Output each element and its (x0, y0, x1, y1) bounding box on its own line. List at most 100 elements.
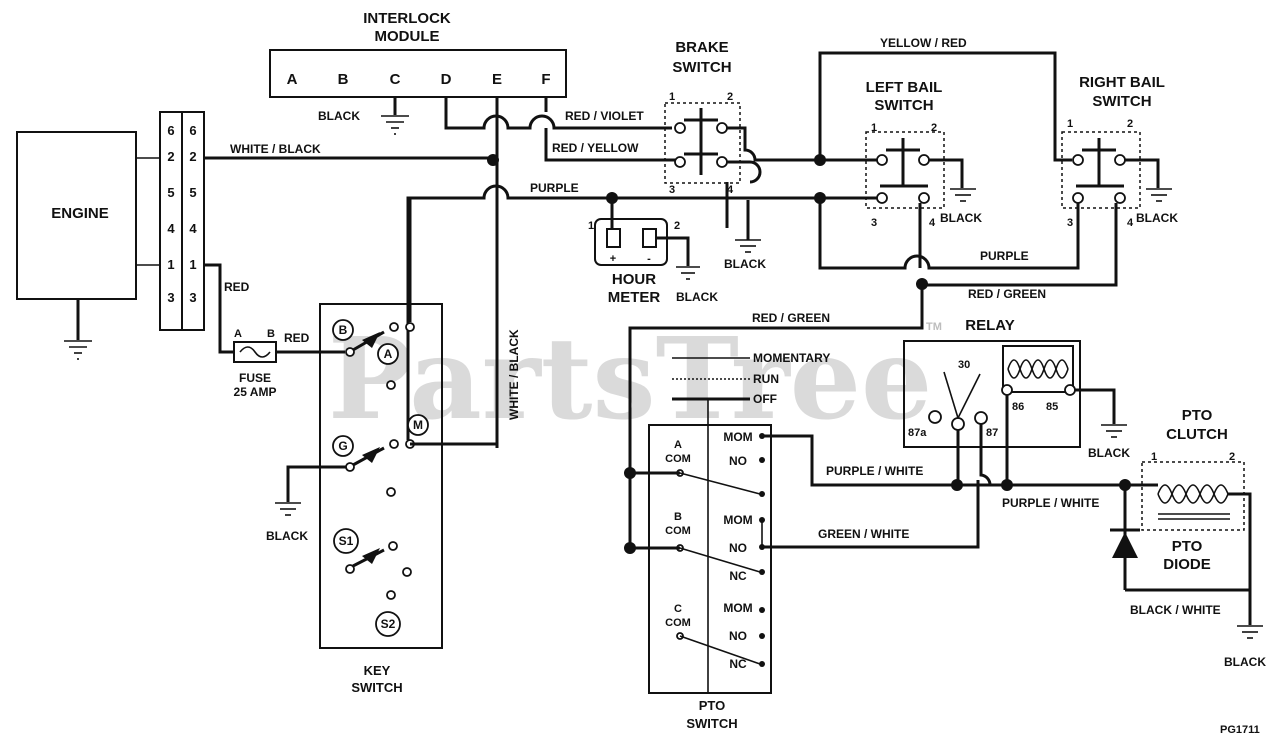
diagram-label: 3 (1067, 217, 1073, 229)
diagram-label: FUSE (239, 371, 271, 385)
brake-ground-icon (735, 239, 761, 253)
diagram-label: 2 (727, 91, 733, 103)
diagram-label: PURPLE (530, 181, 579, 195)
diagram-label: 3 (871, 217, 877, 229)
diagram-label: 1 (1151, 451, 1157, 463)
diagram-label: YELLOW / RED (880, 36, 967, 50)
diagram-label: GREEN / WHITE (818, 527, 909, 541)
interlock-ground-icon (381, 115, 409, 135)
diagram-label: A (674, 439, 682, 451)
left-bail-ground-icon (950, 188, 976, 202)
diagram-label: 3 (669, 184, 675, 196)
diagram-label: RED (284, 331, 310, 345)
diagram-label: RED / YELLOW (552, 141, 639, 155)
interlock-module: INTERLOCK MODULE A B C D E F BLACK (269, 10, 567, 135)
diagram-label: PURPLE / WHITE (1002, 496, 1099, 510)
diagram-label: SWITCH (1092, 93, 1151, 110)
diagram-label: 4 (167, 221, 175, 236)
diagram-label: E (492, 71, 502, 88)
diagram-label: DIODE (1163, 556, 1211, 573)
diagram-label: 6 (189, 123, 196, 138)
diagram-label: BLACK (1136, 211, 1178, 225)
interlock-title-1: INTERLOCK (363, 10, 451, 27)
diagram-label: SWITCH (672, 59, 731, 76)
diagram-label: 1 (669, 91, 675, 103)
diagram-label: 4 (189, 221, 197, 236)
diagram-label: BLACK (1088, 446, 1130, 460)
diagram-label: BLACK / WHITE (1130, 603, 1221, 617)
diagram-label: HOUR (612, 271, 656, 288)
diagram-label: M (413, 418, 423, 432)
diagram-label: 2 (1127, 118, 1133, 130)
diagram-label: 87a (908, 427, 927, 439)
diagram-label: RED (224, 280, 250, 294)
diagram-label: 25 AMP (234, 385, 277, 399)
diagram-label: 1 (167, 257, 174, 272)
diagram-label: BLACK (724, 257, 766, 271)
diagram-label: S2 (381, 617, 396, 631)
diagram-label: 2 (931, 122, 937, 134)
pto-clutch: PTO CLUTCH 1 2 (1141, 407, 1245, 531)
diagram-label: 5 (189, 185, 196, 200)
diagram-label: G (338, 439, 347, 453)
diagram-label: 5 (167, 185, 174, 200)
diagram-label: RELAY (965, 317, 1014, 334)
relay-ground-icon (1101, 424, 1127, 438)
diagram-label: BRAKE (675, 39, 728, 56)
diagram-label: LEFT BAIL (866, 79, 943, 96)
diagram-label: D (441, 71, 452, 88)
diagram-label: NC (729, 569, 747, 583)
diagram-label: 2 (1229, 451, 1235, 463)
left-bail-switch: LEFT BAIL SWITCH 1 2 3 4 (865, 79, 945, 229)
diagram-label: NO (729, 454, 747, 468)
diagram-label: COM (665, 617, 691, 629)
diagram-label: MOM (723, 513, 752, 527)
diagram-label: 86 (1012, 401, 1024, 413)
diagram-label: METER (608, 289, 661, 306)
fuse-icon: A B FUSE 25 AMP (233, 328, 277, 399)
diagram-label: + (610, 253, 616, 265)
diagram-label: BLACK (266, 529, 308, 543)
diagram-label: OFF (753, 392, 777, 406)
diagram-label: 30 (958, 359, 970, 371)
diagram-label: KEY (364, 663, 391, 678)
diagram-label: A (384, 347, 393, 361)
diagram-label: SWITCH (351, 680, 402, 695)
diagram-label: SWITCH (686, 716, 737, 731)
diagram-label: COM (665, 453, 691, 465)
diagram-label: 3 (167, 290, 174, 305)
diagram-label: 6 (167, 123, 174, 138)
diagram-label: 1 (1067, 118, 1073, 130)
hour-meter-ground-icon (676, 266, 700, 280)
diagram-label: BLACK (1224, 655, 1266, 669)
page-code: PG1711 (1220, 724, 1260, 736)
diagram-label: NO (729, 541, 747, 555)
watermark-tm: TM (926, 321, 942, 333)
hour-meter: + - 1 2 HOUR METER (588, 218, 680, 306)
interlock-title-2: MODULE (375, 28, 440, 45)
diagram-label: C (674, 603, 682, 615)
diagram-label: BLACK (940, 211, 982, 225)
diagram-label: A (287, 71, 298, 88)
diagram-label: MOMENTARY (753, 351, 830, 365)
diagram-label: 2 (167, 149, 174, 164)
diagram-label: 4 (1127, 217, 1134, 229)
pto-switch: MOMENTARY RUN OFF PTO SWITCH A COM MOM N… (648, 351, 830, 731)
diagram-label: 2 (674, 220, 680, 232)
diagram-label: 85 (1046, 401, 1058, 413)
diagram-label: PURPLE / WHITE (826, 464, 923, 478)
diagram-label: RED / VIOLET (565, 109, 644, 123)
brake-switch: BRAKE SWITCH 1 2 3 4 (664, 39, 741, 196)
diagram-label: PTO (1172, 538, 1203, 555)
diagram-label: WHITE / BLACK (507, 329, 521, 420)
diagram-label: B (338, 71, 349, 88)
diagram-label: B (674, 511, 682, 523)
diagram-label: RUN (753, 372, 779, 386)
diagram-label: RED / GREEN (968, 287, 1046, 301)
pto-clutch-ground-icon (1237, 625, 1263, 639)
diagram-label: BLACK (318, 109, 360, 123)
diagram-label: MOM (723, 430, 752, 444)
diagram-label: 3 (189, 290, 196, 305)
diagram-label: NO (729, 629, 747, 643)
